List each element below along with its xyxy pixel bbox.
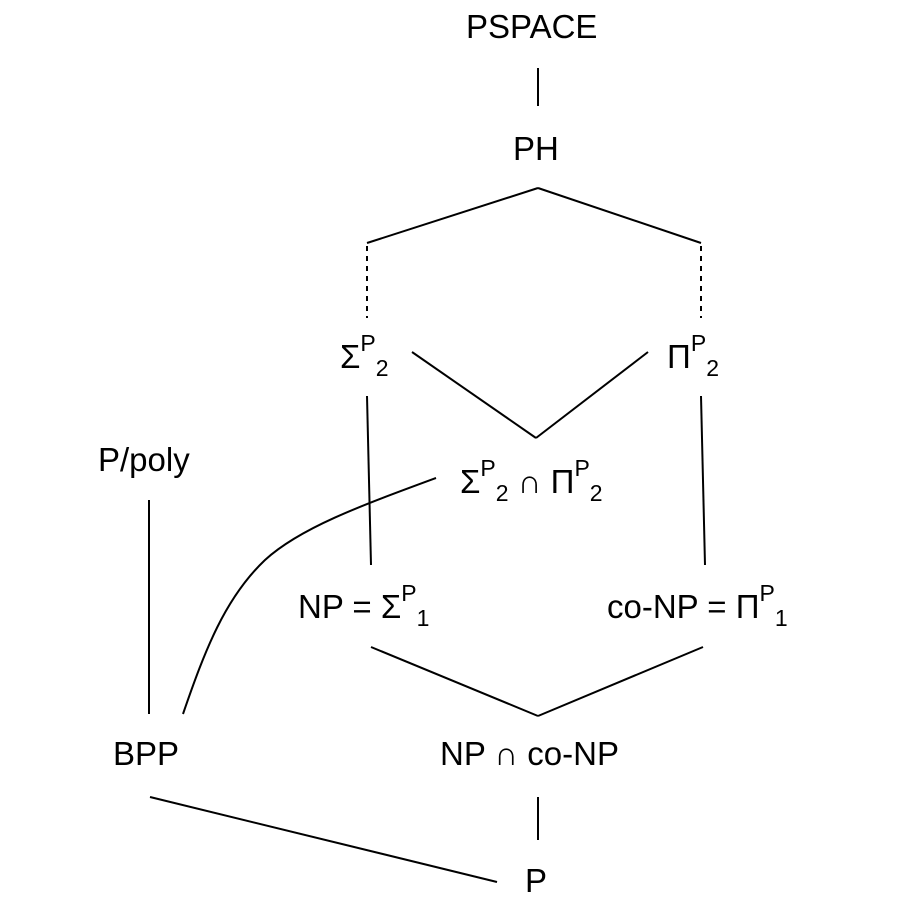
node-p: P xyxy=(525,862,548,899)
sigma2-sub: 2 xyxy=(375,355,389,382)
conp-symbol: Π xyxy=(735,588,760,625)
node-np-cap-conp: NP ∩ co-NP xyxy=(440,735,619,772)
conp-prefix: co-NP = xyxy=(607,588,736,625)
pi2-symbol: Π xyxy=(667,338,691,375)
sigma2-symbol: Σ xyxy=(340,338,361,375)
node-sigma2-cap-pi2: ΣP2 ∩ ΠP2 xyxy=(460,456,603,504)
node-sigma2: ΣP2 xyxy=(340,331,389,379)
edge-bpp-p xyxy=(149,796,498,883)
cap-right-sup: P xyxy=(574,454,590,481)
node-conp: co-NP = ΠP1 xyxy=(607,581,788,629)
cap-right-symbol: Π xyxy=(550,463,575,500)
conp-sup: P xyxy=(759,579,775,606)
np-prefix: NP = xyxy=(298,588,381,625)
node-bpp: BPP xyxy=(113,735,180,772)
edge-ph-right xyxy=(537,187,702,244)
edge-pi2-cap xyxy=(535,351,649,439)
pi2-sub: 2 xyxy=(706,355,719,382)
cap-left-sub: 2 xyxy=(495,480,509,507)
np-sub: 1 xyxy=(416,605,430,632)
node-ppoly: P/poly xyxy=(98,441,190,478)
edge-np-npcapconp xyxy=(370,646,539,717)
node-pspace: PSPACE xyxy=(466,8,598,45)
sigma2-sup: P xyxy=(360,329,376,356)
edge-conp-npcapconp xyxy=(537,646,704,717)
node-pi2: ΠP2 xyxy=(667,331,719,379)
cap-operator: ∩ xyxy=(508,463,551,500)
cap-right-sub: 2 xyxy=(589,480,603,507)
edge-cap-bpp xyxy=(182,477,437,715)
edge-sigma2-cap xyxy=(411,351,537,439)
edge-ph-left xyxy=(366,187,539,244)
cap-left-symbol: Σ xyxy=(460,463,481,500)
np-sup: P xyxy=(401,579,417,606)
conp-sub: 1 xyxy=(774,605,788,632)
edge-sigma2-np xyxy=(366,395,372,566)
cap-left-sup: P xyxy=(480,454,496,481)
node-ph: PH xyxy=(513,130,559,167)
pi2-sup: P xyxy=(690,329,707,356)
node-np: NP = ΣP1 xyxy=(298,581,429,629)
edge-pi2-conp xyxy=(700,395,706,566)
np-symbol: Σ xyxy=(380,588,402,625)
